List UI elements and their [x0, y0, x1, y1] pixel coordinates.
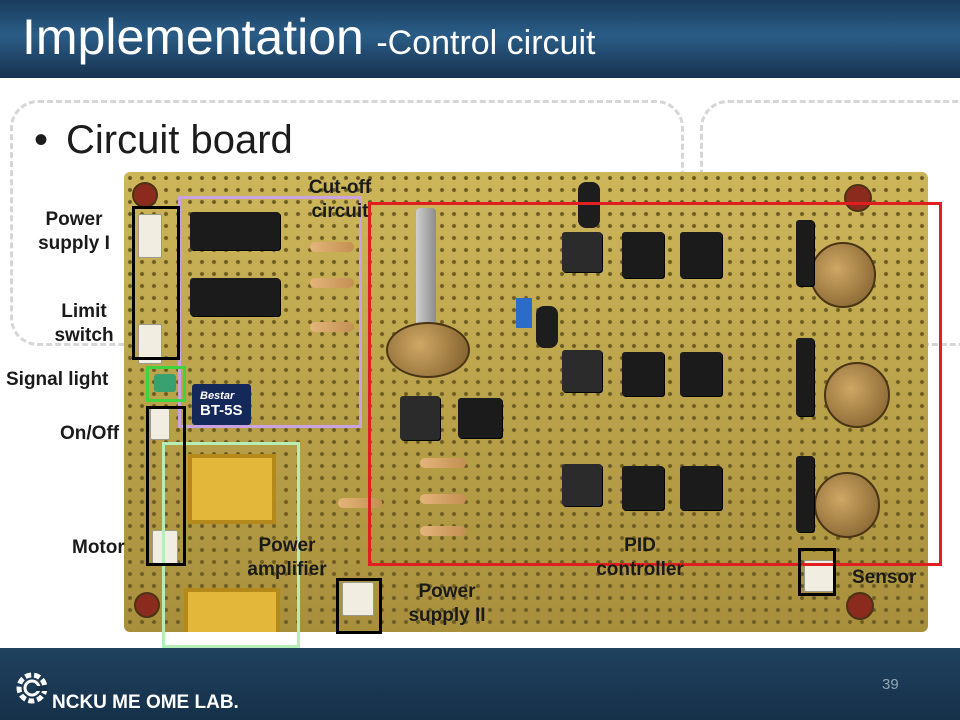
ic-chip-icon [680, 232, 722, 278]
pin-header-icon [796, 456, 814, 532]
heatsink-icon [188, 454, 276, 524]
signal-light-led-icon [154, 374, 176, 392]
capacitor-icon [536, 306, 558, 348]
label-line: Power [45, 209, 103, 230]
resistor-icon [420, 526, 466, 536]
bullet-item: • Circuit board [34, 118, 293, 163]
label-limit-switch: Limit switch [44, 300, 124, 348]
cutoff-circuit-highlight [178, 196, 362, 428]
ic-chip-icon [622, 352, 664, 396]
footer-lab-name: NCKU ME OME LAB. [52, 692, 239, 713]
mounting-screw-icon [132, 182, 158, 208]
mounting-screw-icon [134, 592, 160, 618]
label-line: Power [258, 535, 316, 556]
ic-chip-icon [680, 466, 722, 510]
gear-logo-icon [16, 672, 48, 704]
circuit-board-photo: Bestar BT-5S [124, 172, 928, 632]
relay-model: BT-5S [200, 402, 243, 419]
ic-chip-icon [622, 232, 664, 278]
connector-icon [342, 582, 374, 616]
label-power-supply-1: Power supply I [24, 208, 124, 256]
label-power-supply-2: Power supply II [392, 580, 502, 628]
label-line: controller [596, 559, 684, 580]
label-line: PID [624, 535, 656, 556]
resistor-icon [310, 242, 354, 252]
power-amplifier-highlight [162, 442, 300, 648]
resistor-icon [338, 498, 382, 508]
label-line: Limit [61, 301, 107, 322]
label-pid-controller: PID controller [580, 534, 700, 582]
sensor-highlight [798, 548, 836, 596]
ic-socket-icon [562, 350, 602, 392]
slide-header: Implementation -Control circuit [0, 0, 960, 78]
potentiometer-icon [386, 322, 470, 378]
label-cutoff-circuit: Cut-off circuit [290, 176, 390, 224]
potentiometer-icon [814, 472, 880, 538]
resistor-icon [420, 458, 466, 468]
label-sensor: Sensor [852, 567, 917, 588]
dip-switch-icon [516, 298, 532, 328]
potentiometer-shaft-icon [416, 208, 436, 328]
page-number: 39 [882, 676, 899, 693]
power-supply-1-highlight [132, 206, 180, 360]
slide-footer: NCKU ME OME LAB. [0, 648, 960, 720]
resistor-icon [310, 278, 354, 288]
ic-socket-icon [562, 232, 602, 272]
potentiometer-icon [824, 362, 890, 428]
label-motor: Motor [72, 537, 125, 558]
heatsink-icon [184, 588, 280, 632]
label-line: circuit [311, 201, 369, 222]
bullet-dot: • [34, 118, 49, 162]
signal-light-highlight [146, 366, 186, 402]
resistor-icon [420, 494, 466, 504]
ic-chip-icon [680, 352, 722, 396]
ic-socket-icon [562, 464, 602, 506]
connector-icon [138, 214, 162, 258]
power-supply-2-highlight [336, 578, 382, 634]
label-line: supply I [38, 233, 110, 254]
title-main: Implementation [22, 9, 364, 65]
pin-header-icon [796, 220, 814, 286]
label-power-amplifier: Power amplifier [232, 534, 342, 582]
title-sub: -Control circuit [376, 24, 596, 62]
relay-brand: Bestar [200, 390, 235, 402]
pid-controller-highlight [368, 202, 942, 566]
label-line: amplifier [247, 559, 327, 580]
label-on-off: On/Off [60, 423, 120, 444]
bullet-text: Circuit board [66, 118, 293, 162]
mounting-screw-icon [846, 592, 874, 620]
label-line: Cut-off [308, 177, 372, 198]
slide-title: Implementation -Control circuit [22, 8, 595, 66]
label-signal-light: Signal light [6, 369, 109, 390]
ic-chip-icon [458, 398, 502, 438]
mounting-screw-icon [844, 184, 872, 212]
on-off-motor-highlight [146, 406, 186, 566]
ic-chip-icon [190, 278, 280, 316]
ic-chip-icon [622, 466, 664, 510]
relay-icon: Bestar BT-5S [192, 384, 251, 425]
ic-chip-icon [190, 212, 280, 250]
label-line: switch [54, 325, 114, 346]
label-line: supply II [408, 605, 486, 626]
pin-header-icon [796, 338, 814, 416]
capacitor-icon [578, 182, 600, 228]
label-line: Power [418, 581, 476, 602]
resistor-icon [310, 322, 354, 332]
ic-socket-icon [400, 396, 440, 440]
